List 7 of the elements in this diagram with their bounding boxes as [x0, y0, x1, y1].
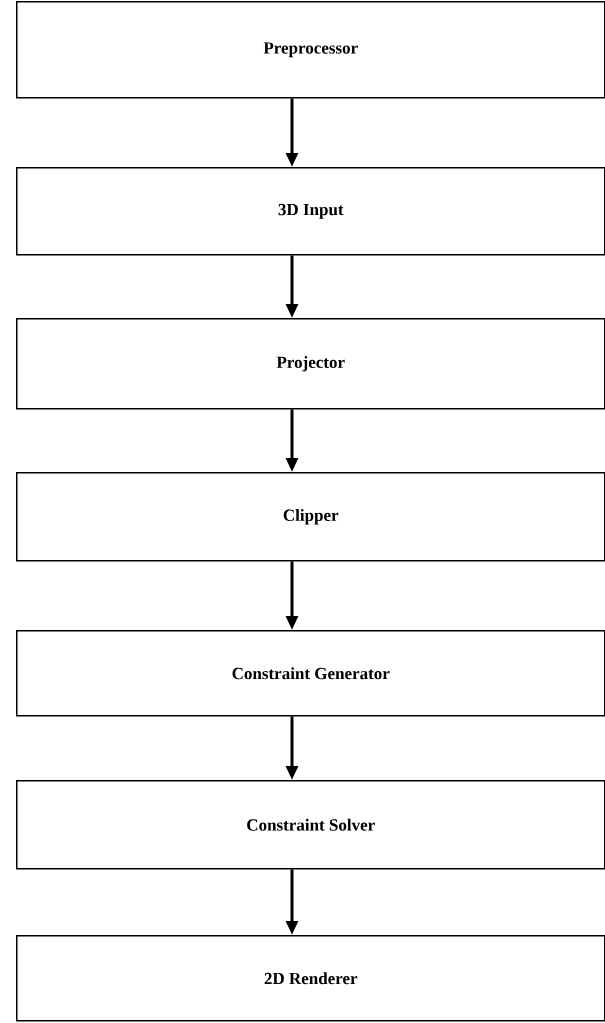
process-box: Projector — [16, 318, 605, 410]
process-box: Preprocessor — [16, 1, 605, 99]
process-box: 2D Renderer — [16, 935, 605, 1022]
process-box: Constraint Solver — [16, 780, 605, 870]
process-box: 3D Input — [16, 167, 605, 256]
process-box: Constraint Generator — [16, 630, 605, 717]
process-box: Clipper — [16, 472, 605, 562]
